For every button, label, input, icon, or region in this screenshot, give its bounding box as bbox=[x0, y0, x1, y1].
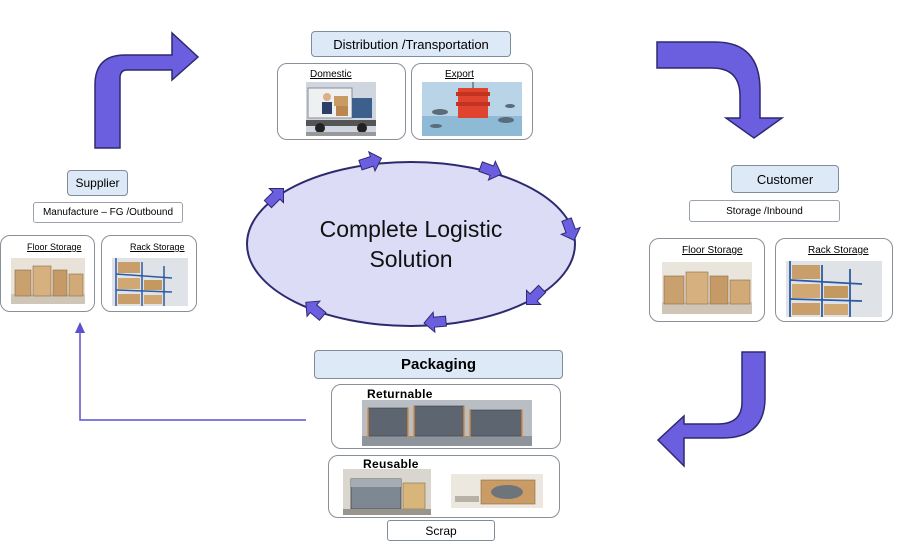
returnable-rack-image bbox=[362, 400, 532, 446]
flow-line-arrowhead bbox=[75, 322, 85, 333]
cycle-arrow-3 bbox=[559, 217, 582, 241]
customer-subtitle-box: Storage /Inbound bbox=[689, 200, 840, 222]
customer-rack-card: Rack Storage bbox=[775, 238, 893, 322]
supplier-title: Supplier bbox=[75, 176, 120, 190]
supplier-rack-title: Rack Storage bbox=[130, 242, 185, 252]
center-ellipse bbox=[246, 161, 576, 327]
supplier-subtitle-box: Manufacture – FG /Outbound bbox=[33, 202, 183, 223]
customer-floor-card: Floor Storage bbox=[649, 238, 765, 322]
returnable-card: Returnable bbox=[331, 384, 561, 449]
customer-rack-title: Rack Storage bbox=[808, 245, 869, 256]
supplier-floor-card: Floor Storage bbox=[0, 235, 95, 312]
cycle-arrow-4 bbox=[526, 284, 547, 305]
scrap-box: Scrap bbox=[387, 520, 495, 541]
reusable-card: Reusable bbox=[328, 455, 560, 518]
supplier-rack-card: Rack Storage bbox=[101, 235, 197, 312]
reusable-crate-image bbox=[343, 469, 431, 515]
customer-label: Customer bbox=[731, 165, 839, 193]
cycle-arrow-1 bbox=[358, 150, 383, 173]
reusable-title: Reusable bbox=[363, 457, 419, 471]
cycle-arrow-6 bbox=[305, 300, 327, 321]
distribution-title: Distribution /Transportation bbox=[333, 36, 489, 52]
packaging-title: Packaging bbox=[400, 356, 477, 373]
center-title-line2: Solution bbox=[369, 246, 453, 272]
flow-arrow-supplier-to-distribution bbox=[94, 31, 200, 149]
export-title: Export bbox=[445, 69, 474, 80]
center-title: Complete Logistic Solution bbox=[281, 214, 541, 274]
export-card: Export bbox=[411, 63, 533, 140]
flow-line-packaging-to-supplier bbox=[79, 330, 306, 421]
flow-arrow-customer-to-packaging bbox=[656, 351, 766, 468]
export-ship-image bbox=[422, 82, 522, 136]
customer-floor-image bbox=[662, 262, 752, 314]
domestic-card: Domestic bbox=[277, 63, 406, 140]
distribution-label: Distribution /Transportation bbox=[311, 31, 511, 57]
supplier-subtitle: Manufacture – FG /Outbound bbox=[42, 207, 174, 218]
customer-floor-title: Floor Storage bbox=[682, 245, 743, 256]
returnable-title: Returnable bbox=[367, 387, 433, 401]
reusable-box-image bbox=[451, 474, 543, 508]
scrap-label: Scrap bbox=[425, 523, 457, 538]
supplier-rack-image bbox=[112, 258, 188, 306]
cycle-arrow-2 bbox=[478, 159, 502, 182]
customer-rack-image bbox=[786, 261, 882, 317]
domestic-title: Domestic bbox=[310, 69, 352, 80]
supplier-floor-image bbox=[11, 258, 85, 304]
supplier-floor-title: Floor Storage bbox=[27, 242, 82, 252]
customer-title: Customer bbox=[756, 171, 814, 187]
domestic-truck-image bbox=[306, 82, 376, 136]
supplier-label: Supplier bbox=[67, 170, 128, 196]
customer-subtitle: Storage /Inbound bbox=[726, 205, 803, 217]
cycle-arrow-7 bbox=[263, 188, 284, 209]
cycle-arrow-5 bbox=[423, 310, 447, 334]
center-title-line1: Complete Logistic bbox=[319, 216, 503, 242]
packaging-label: Packaging bbox=[314, 350, 563, 379]
flow-arrow-distribution-to-customer bbox=[656, 41, 785, 139]
